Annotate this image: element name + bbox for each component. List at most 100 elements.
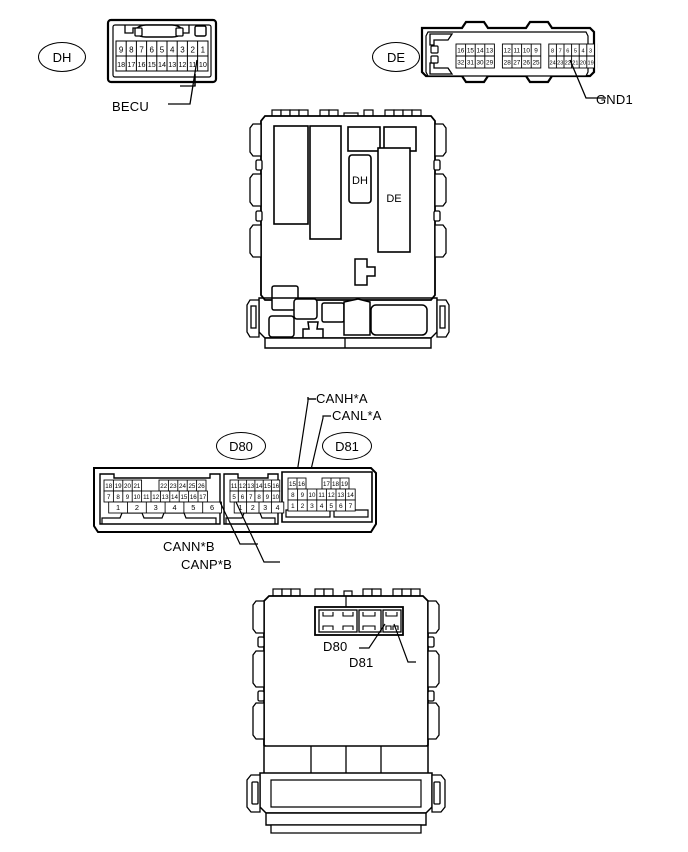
- pin-number: 27: [513, 60, 521, 67]
- pin-number: 15: [180, 494, 187, 501]
- canh-a-label: CANH*A: [316, 391, 368, 406]
- pin-number: 9: [534, 48, 538, 55]
- pin-number: 12: [504, 48, 512, 55]
- pin-number: 13: [247, 483, 254, 490]
- becu-label: BECU: [112, 99, 149, 114]
- pin-number: 11: [231, 483, 238, 490]
- pin-number: 13: [486, 48, 494, 55]
- connector-label-de: DE: [372, 42, 420, 72]
- d81-port-leader: [382, 622, 416, 668]
- pin-number: 4: [581, 49, 584, 55]
- pin-number: 18: [117, 60, 125, 69]
- pin-number: 12: [239, 483, 246, 490]
- connector-label-dh-text: DH: [52, 49, 72, 65]
- pin-number: 26: [523, 60, 531, 67]
- pin-number: 7: [349, 503, 353, 510]
- d81-port-label: D81: [349, 655, 374, 670]
- pin-number: 23: [170, 483, 177, 490]
- pin-number: 3: [263, 505, 267, 512]
- upper-ecu-body: DH DE: [245, 100, 450, 365]
- pin-number: 14: [347, 492, 354, 499]
- pin-number: 7: [559, 49, 562, 55]
- pin-number: 9: [126, 494, 130, 501]
- pin-number: 5: [191, 503, 195, 512]
- canl-a-label: CANL*A: [332, 408, 382, 423]
- pin-number: 19: [115, 483, 122, 490]
- pin-number: 21: [572, 61, 578, 67]
- pin-number: 15: [264, 483, 271, 490]
- pin-number: 6: [339, 503, 343, 510]
- pin-number: 17: [199, 494, 206, 501]
- pin-number: 17: [127, 60, 135, 69]
- pin-number: 4: [172, 503, 176, 512]
- pin-number: 13: [337, 492, 344, 499]
- pin-number: 5: [329, 503, 333, 510]
- pin-number: 22: [160, 483, 167, 490]
- lower-ecu-body: [243, 585, 453, 845]
- pin-number: 26: [198, 483, 205, 490]
- pin-number: 18: [105, 483, 112, 490]
- pin-number: 14: [158, 60, 166, 69]
- dh-pin-grid: [115, 40, 209, 72]
- pin-number: 15: [148, 60, 156, 69]
- pin-number: 23: [557, 61, 563, 67]
- pin-number: 2: [135, 503, 139, 512]
- connector-label-d81: D81: [322, 432, 372, 460]
- pin-number: 9: [266, 494, 270, 501]
- pin-number: 9: [301, 492, 305, 499]
- pin-number: 16: [457, 48, 465, 55]
- pin-number: 1: [201, 46, 206, 55]
- pin-number: 10: [133, 494, 140, 501]
- pin-number: 11: [143, 494, 150, 501]
- pin-number: 30: [476, 60, 484, 67]
- pin-number: 2: [190, 46, 195, 55]
- pin-number: 19: [587, 61, 593, 67]
- pin-number: 22: [565, 61, 571, 67]
- canh-a-leader: [290, 395, 338, 475]
- pin-number: 10: [199, 60, 207, 69]
- pin-number: 8: [116, 494, 120, 501]
- pin-number: 5: [574, 49, 577, 55]
- pin-number: 6: [150, 46, 155, 55]
- pin-number: 20: [580, 61, 586, 67]
- pin-number: 14: [171, 494, 178, 501]
- pin-number: 15: [467, 48, 475, 55]
- pin-number: 12: [152, 494, 159, 501]
- pin-number: 24: [179, 483, 186, 490]
- pin-number: 8: [551, 49, 554, 55]
- connector-label-d80: D80: [216, 432, 266, 460]
- pin-number: 1: [291, 503, 295, 510]
- connector-label-d81-text: D81: [335, 438, 359, 454]
- pin-number: 6: [566, 49, 569, 55]
- canp-b-leader: [222, 500, 282, 574]
- d80-port-leader: [357, 622, 391, 652]
- pin-number: 12: [178, 60, 186, 69]
- pin-number: 1: [238, 505, 242, 512]
- pin-number: 28: [504, 60, 512, 67]
- pin-number: 3: [180, 46, 185, 55]
- pin-number: 3: [589, 49, 592, 55]
- pin-number: 10: [272, 494, 279, 501]
- pin-number: 29: [486, 60, 494, 67]
- pin-number: 16: [298, 481, 305, 488]
- pin-number: 10: [523, 48, 531, 55]
- pin-number: 16: [190, 494, 197, 501]
- pin-number: 17: [323, 481, 330, 488]
- pin-number: 24: [549, 61, 555, 67]
- pin-number: 5: [160, 46, 165, 55]
- pin-number: 19: [341, 481, 348, 488]
- pin-number: 16: [138, 60, 146, 69]
- pin-number: 8: [129, 46, 134, 55]
- d80-port-label: D80: [323, 639, 348, 654]
- pin-number: 13: [168, 60, 176, 69]
- pin-number: 11: [189, 60, 196, 69]
- canl-a-leader: [305, 412, 353, 476]
- connector-label-de-text: DE: [386, 49, 406, 65]
- pin-number: 7: [249, 494, 253, 501]
- pin-cell: [287, 499, 356, 512]
- pin-number: 16: [272, 483, 279, 490]
- pin-number: 25: [532, 60, 540, 67]
- upper-body-port-dh-text: DH: [352, 175, 368, 187]
